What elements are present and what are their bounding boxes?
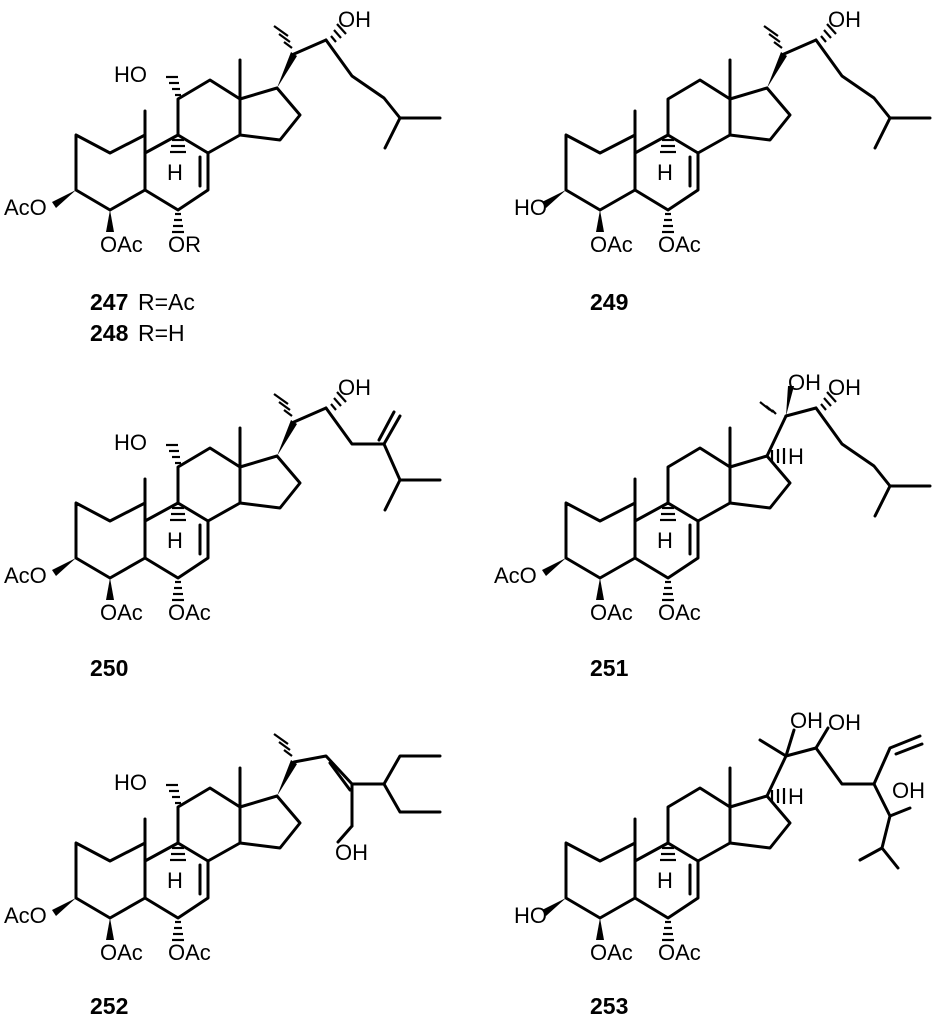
ho-label: HO bbox=[114, 430, 147, 455]
oac-label: OAc bbox=[590, 600, 633, 625]
oh-label: OH bbox=[338, 7, 371, 32]
oh-label: OH bbox=[335, 840, 368, 865]
oac-label: OAc bbox=[590, 232, 633, 257]
r-group-label: R=Ac bbox=[138, 289, 195, 315]
aco-label: AcO bbox=[4, 563, 47, 588]
structure-253: OH OH OH H H HO OAc OAc 253 bbox=[514, 708, 925, 1019]
h-label: H bbox=[788, 784, 804, 809]
structure-247-248: OH HO H AcO OAc OR 247 R=Ac 248 R=H bbox=[4, 7, 442, 346]
oac-label: OAc bbox=[100, 940, 143, 965]
structure-250: OH HO H AcO OAc OAc 250 bbox=[4, 375, 442, 681]
compound-number: 247 bbox=[90, 289, 128, 315]
ho-label: HO bbox=[114, 62, 147, 87]
h-label: H bbox=[788, 444, 804, 469]
oh-label: OH bbox=[828, 710, 861, 735]
h-label: H bbox=[167, 868, 183, 893]
ho-label: HO bbox=[514, 903, 547, 928]
h-label: H bbox=[657, 868, 673, 893]
r-group-label: R=H bbox=[138, 320, 185, 346]
oh-label: OH bbox=[788, 370, 821, 395]
compound-number: 253 bbox=[590, 993, 628, 1019]
oac-label: OAc bbox=[658, 600, 701, 625]
ho-label: HO bbox=[114, 770, 147, 795]
aco-label: AcO bbox=[4, 903, 47, 928]
aco-label: AcO bbox=[4, 195, 47, 220]
oh-label: OH bbox=[892, 778, 925, 803]
oh-label: OH bbox=[338, 375, 371, 400]
h-label: H bbox=[167, 528, 183, 553]
oh-label: OH bbox=[790, 708, 823, 733]
compound-number: 250 bbox=[90, 655, 128, 681]
oh-label: OH bbox=[828, 375, 861, 400]
or-label: OR bbox=[168, 232, 201, 257]
structure-251: OH OH H H AcO OAc OAc 251 bbox=[494, 370, 932, 681]
structure-252: HO OH H AcO OAc OAc 252 bbox=[4, 733, 442, 1019]
oac-label: OAc bbox=[658, 232, 701, 257]
ho-label: HO bbox=[514, 195, 547, 220]
oac-label: OAc bbox=[168, 940, 211, 965]
h-label: H bbox=[657, 528, 673, 553]
compound-number: 252 bbox=[90, 993, 128, 1019]
oac-label: OAc bbox=[168, 600, 211, 625]
oac-label: OAc bbox=[658, 940, 701, 965]
compound-number: 249 bbox=[590, 289, 628, 315]
compound-number: 251 bbox=[590, 655, 629, 681]
h-label: H bbox=[167, 160, 183, 185]
oac-label: OAc bbox=[100, 600, 143, 625]
aco-label: AcO bbox=[494, 563, 537, 588]
structure-249: OH H HO OAc OAc 249 bbox=[514, 7, 932, 315]
compound-number: 248 bbox=[90, 320, 129, 346]
oac-label: OAc bbox=[590, 940, 633, 965]
oac-label: OAc bbox=[100, 232, 143, 257]
h-label: H bbox=[657, 160, 673, 185]
oh-label: OH bbox=[828, 7, 861, 32]
